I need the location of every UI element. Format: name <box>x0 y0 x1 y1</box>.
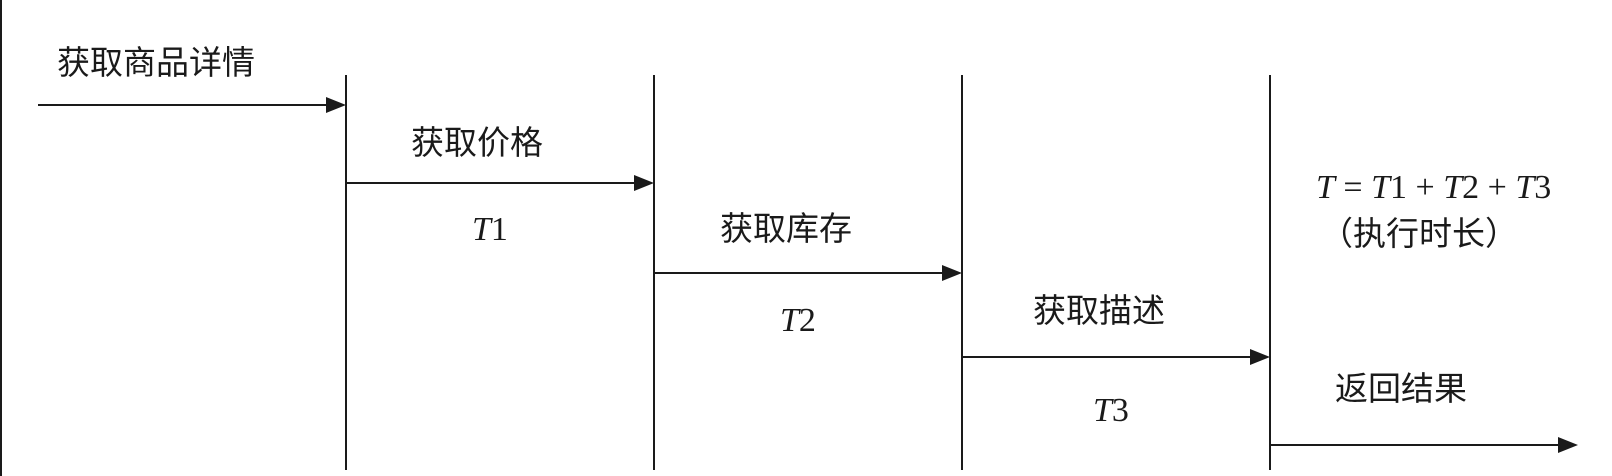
arrow-get-stock <box>654 265 962 281</box>
arrow-get-price <box>346 175 654 191</box>
step-label-get-price: 获取价格 <box>411 123 543 162</box>
step-label-get-description: 获取描述 <box>1033 291 1165 330</box>
arrow-get-product-details <box>38 97 346 113</box>
duration-label-t1: T1 <box>472 211 508 248</box>
step-label-get-product-details: 获取商品详情 <box>57 43 255 82</box>
total-time-formula: T = T1 + T2 + T3 <box>1316 169 1551 206</box>
step-label-return-result: 返回结果 <box>1335 369 1467 408</box>
duration-label-t3: T3 <box>1093 392 1129 429</box>
arrow-return-result <box>1270 437 1578 453</box>
duration-label-t2: T2 <box>780 302 816 339</box>
formula-note: （执行时长） <box>1320 214 1518 253</box>
step-label-get-stock: 获取库存 <box>720 209 852 248</box>
arrow-get-description <box>962 349 1270 365</box>
